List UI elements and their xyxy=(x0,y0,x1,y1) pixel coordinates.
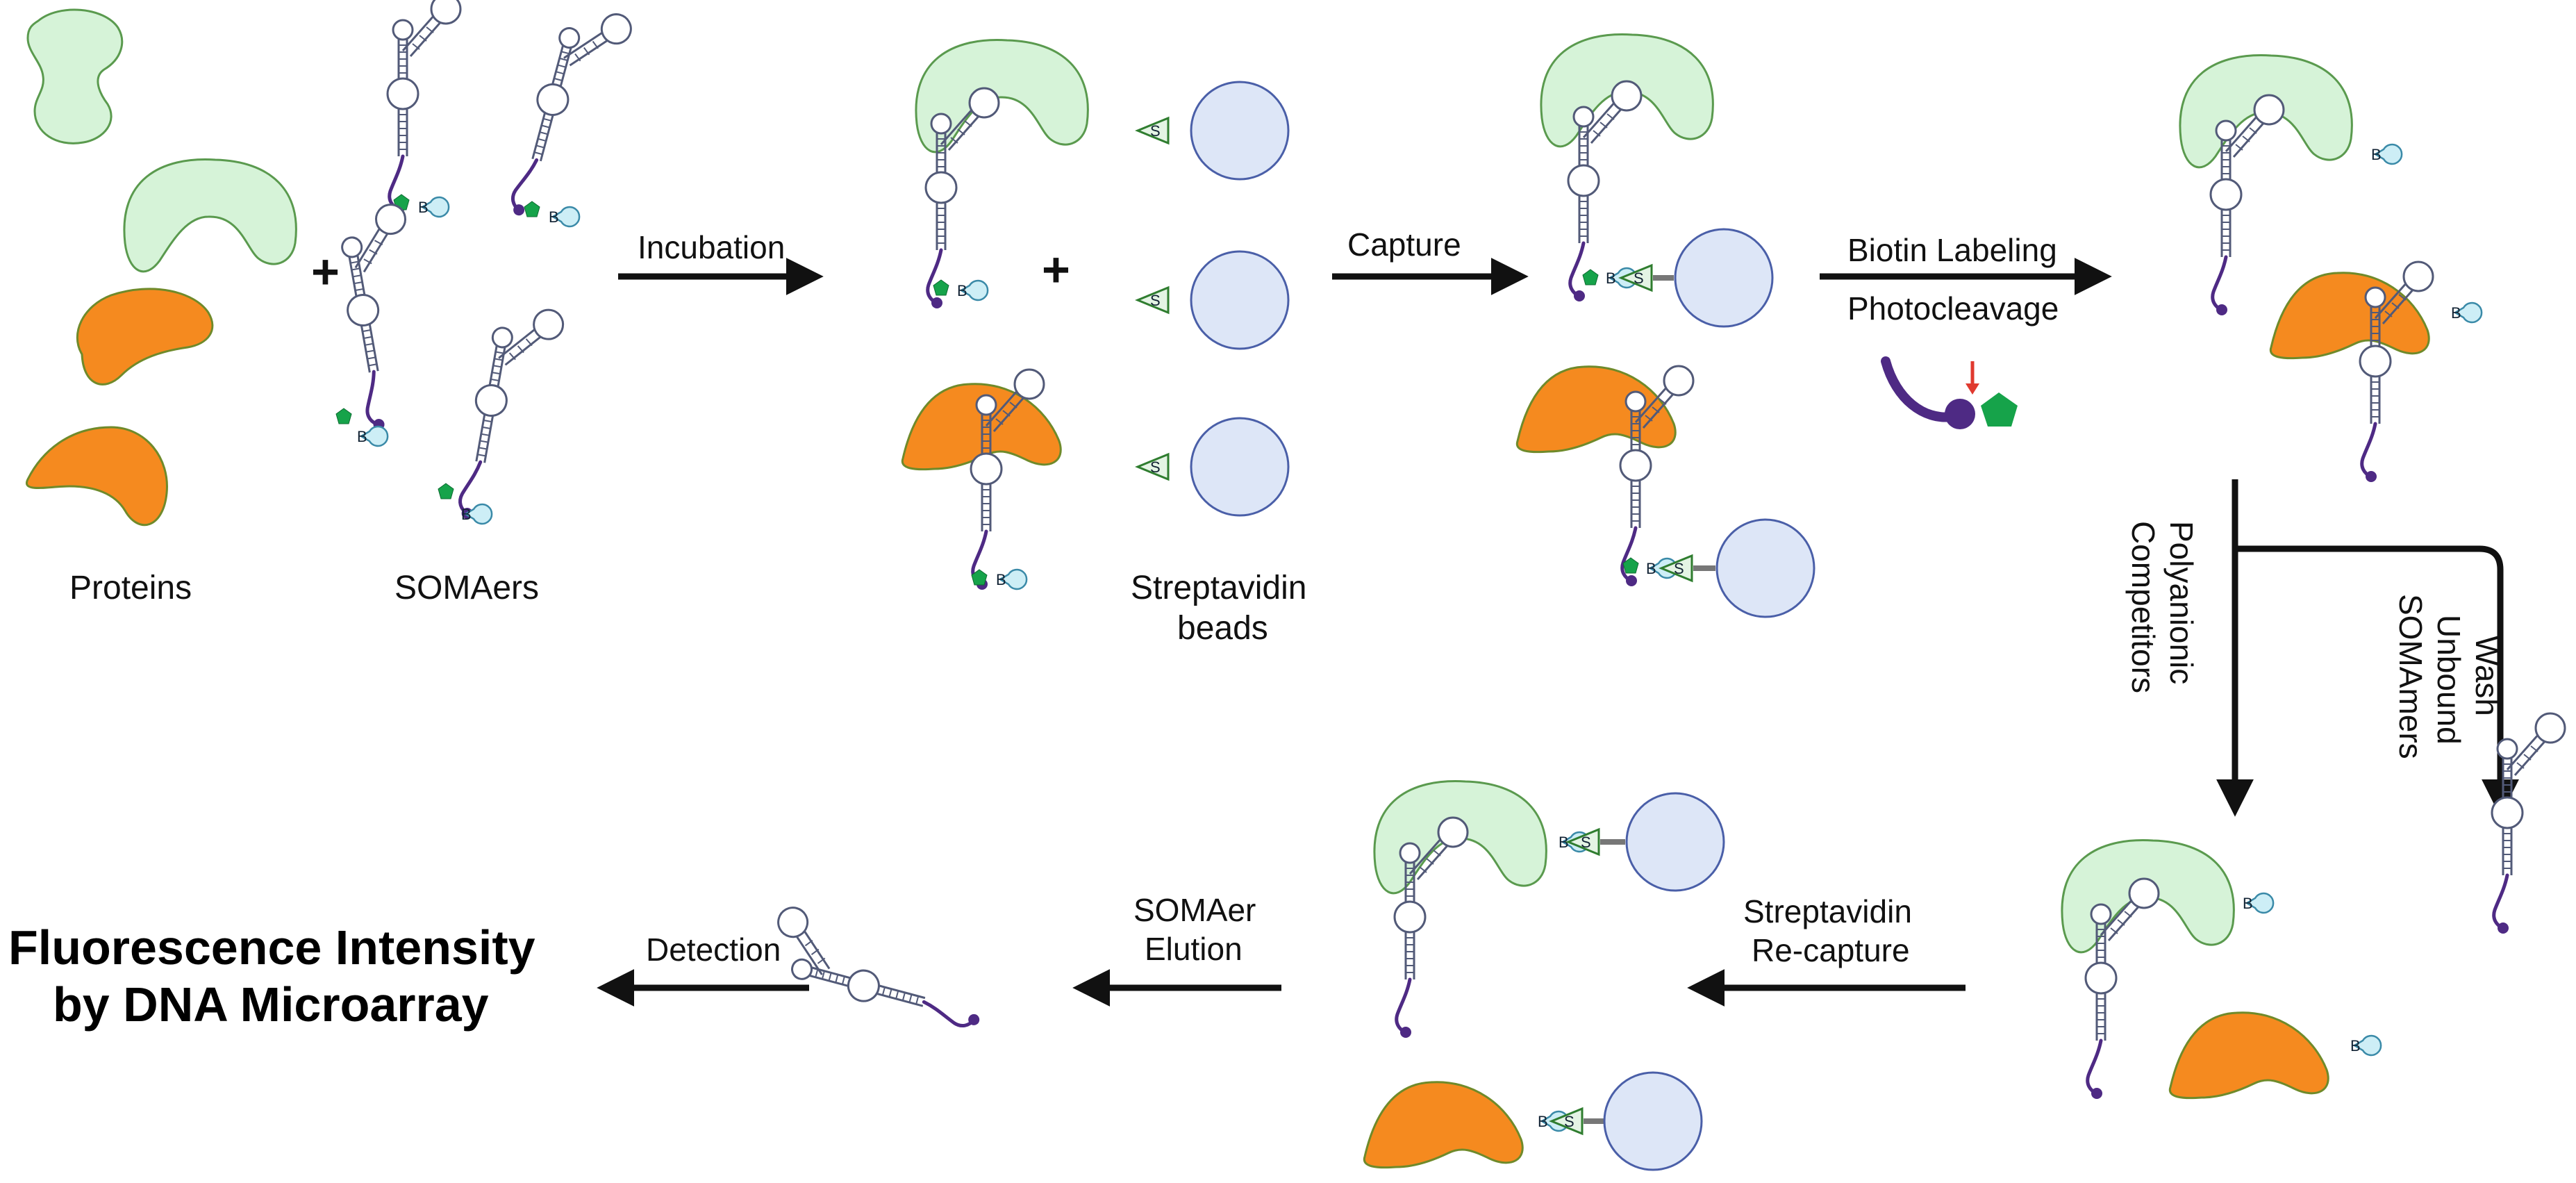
bead xyxy=(1603,1071,1703,1171)
recapture-label-2: Re-capture xyxy=(1752,932,1910,968)
wash-label-3: SOMAmers xyxy=(2393,594,2429,759)
svg-text:B: B xyxy=(1538,1113,1548,1130)
proteins-label: Proteins xyxy=(69,570,192,606)
bead xyxy=(1190,417,1290,517)
orange-protein xyxy=(1363,1081,1524,1169)
svg-text:S: S xyxy=(1634,270,1644,287)
somaer-aptamer xyxy=(331,202,440,431)
somaer-aptamer xyxy=(1395,818,1468,1038)
svg-text:B: B xyxy=(1606,270,1616,287)
svg-text:B: B xyxy=(549,208,559,226)
svg-text:S: S xyxy=(1150,458,1161,476)
green-protein xyxy=(26,8,124,144)
svg-text:B: B xyxy=(957,282,967,299)
bead xyxy=(1674,228,1774,328)
svg-text:B: B xyxy=(2451,304,2461,322)
result-title-line2: by DNA Microarray xyxy=(53,977,489,1032)
free-proteins xyxy=(26,8,297,527)
svg-text:B: B xyxy=(357,428,367,445)
incubation-label: Incubation xyxy=(638,229,785,265)
wash-label-2: Unbound xyxy=(2431,615,2467,745)
plus-sign: + xyxy=(311,245,340,299)
svg-text:B: B xyxy=(2350,1037,2361,1054)
svg-text:B: B xyxy=(1646,560,1656,577)
captured-complexes: B S B S xyxy=(1515,33,1815,618)
plus-sign: + xyxy=(1042,242,1070,297)
elution-label-1: SOMAer xyxy=(1133,892,1256,928)
biotin-labeled-complexes: B B xyxy=(2179,54,2483,482)
wash-label-1: Wash xyxy=(2469,636,2505,716)
bead xyxy=(1625,792,1725,892)
bead xyxy=(1190,81,1290,181)
wash-arrow xyxy=(2238,545,2519,817)
capture-label: Capture xyxy=(1347,226,1461,263)
svg-text:B: B xyxy=(1559,834,1569,851)
svg-text:B: B xyxy=(461,506,472,523)
protein-somaer-complexes: B B xyxy=(901,39,1089,590)
somaer-aptamer xyxy=(1620,366,1693,586)
somaer-aptamer xyxy=(388,0,460,215)
unbound-somaer xyxy=(2492,713,2565,934)
free-somaers: B B B B xyxy=(331,0,634,529)
biotin-labeling-label: Biotin Labeling xyxy=(1847,232,2057,268)
somaer-aptamer xyxy=(2086,879,2159,1099)
somaer-aptamer xyxy=(971,370,1044,590)
orange-protein xyxy=(2168,1011,2329,1100)
streptavidin-beads: S S S xyxy=(1136,81,1290,517)
polyanionic-label-2: Competitors xyxy=(2125,521,2161,693)
orange-protein xyxy=(76,288,214,386)
svg-text:S: S xyxy=(1150,292,1161,309)
svg-text:B: B xyxy=(996,571,1006,588)
green-protein xyxy=(915,39,1089,154)
somaer-aptamer xyxy=(2360,262,2433,482)
bound-after-competition: B B xyxy=(2061,839,2382,1100)
photocleavage-label: Photocleavage xyxy=(1847,290,2059,326)
svg-text:S: S xyxy=(1150,122,1161,140)
streptavidin-beads-label-1: Streptavidin xyxy=(1131,570,1306,606)
result-title-line1: Fluorescence Intensity xyxy=(8,920,535,975)
green-protein xyxy=(123,158,297,273)
somaer-aptamer xyxy=(455,300,565,529)
polyanionic-label-1: Polyanionic xyxy=(2163,521,2200,684)
somaer-aptamer xyxy=(926,88,999,308)
detection-label: Detection xyxy=(646,932,781,968)
somaers-label: SOMAers xyxy=(394,570,539,606)
svg-text:B: B xyxy=(2243,895,2253,912)
svg-text:B: B xyxy=(2371,146,2382,163)
elution-label-2: Elution xyxy=(1145,931,1243,967)
svg-text:S: S xyxy=(1564,1113,1574,1130)
recaptured-complexes: B S B S xyxy=(1363,780,1725,1171)
somaer-aptamer xyxy=(2211,95,2284,315)
eluted-somaer xyxy=(764,904,995,1032)
orange-protein xyxy=(26,426,168,527)
bead xyxy=(1190,250,1290,350)
svg-text:S: S xyxy=(1581,834,1591,851)
photocleavage-icon xyxy=(1881,356,2018,429)
streptavidin-beads-label-2: beads xyxy=(1177,610,1268,647)
somaer-aptamer xyxy=(507,0,634,231)
bead xyxy=(1715,518,1815,618)
orange-protein xyxy=(1515,365,1677,454)
svg-text:B: B xyxy=(418,199,429,216)
recapture-label-1: Streptavidin xyxy=(1743,893,1912,929)
svg-text:S: S xyxy=(1674,560,1684,577)
